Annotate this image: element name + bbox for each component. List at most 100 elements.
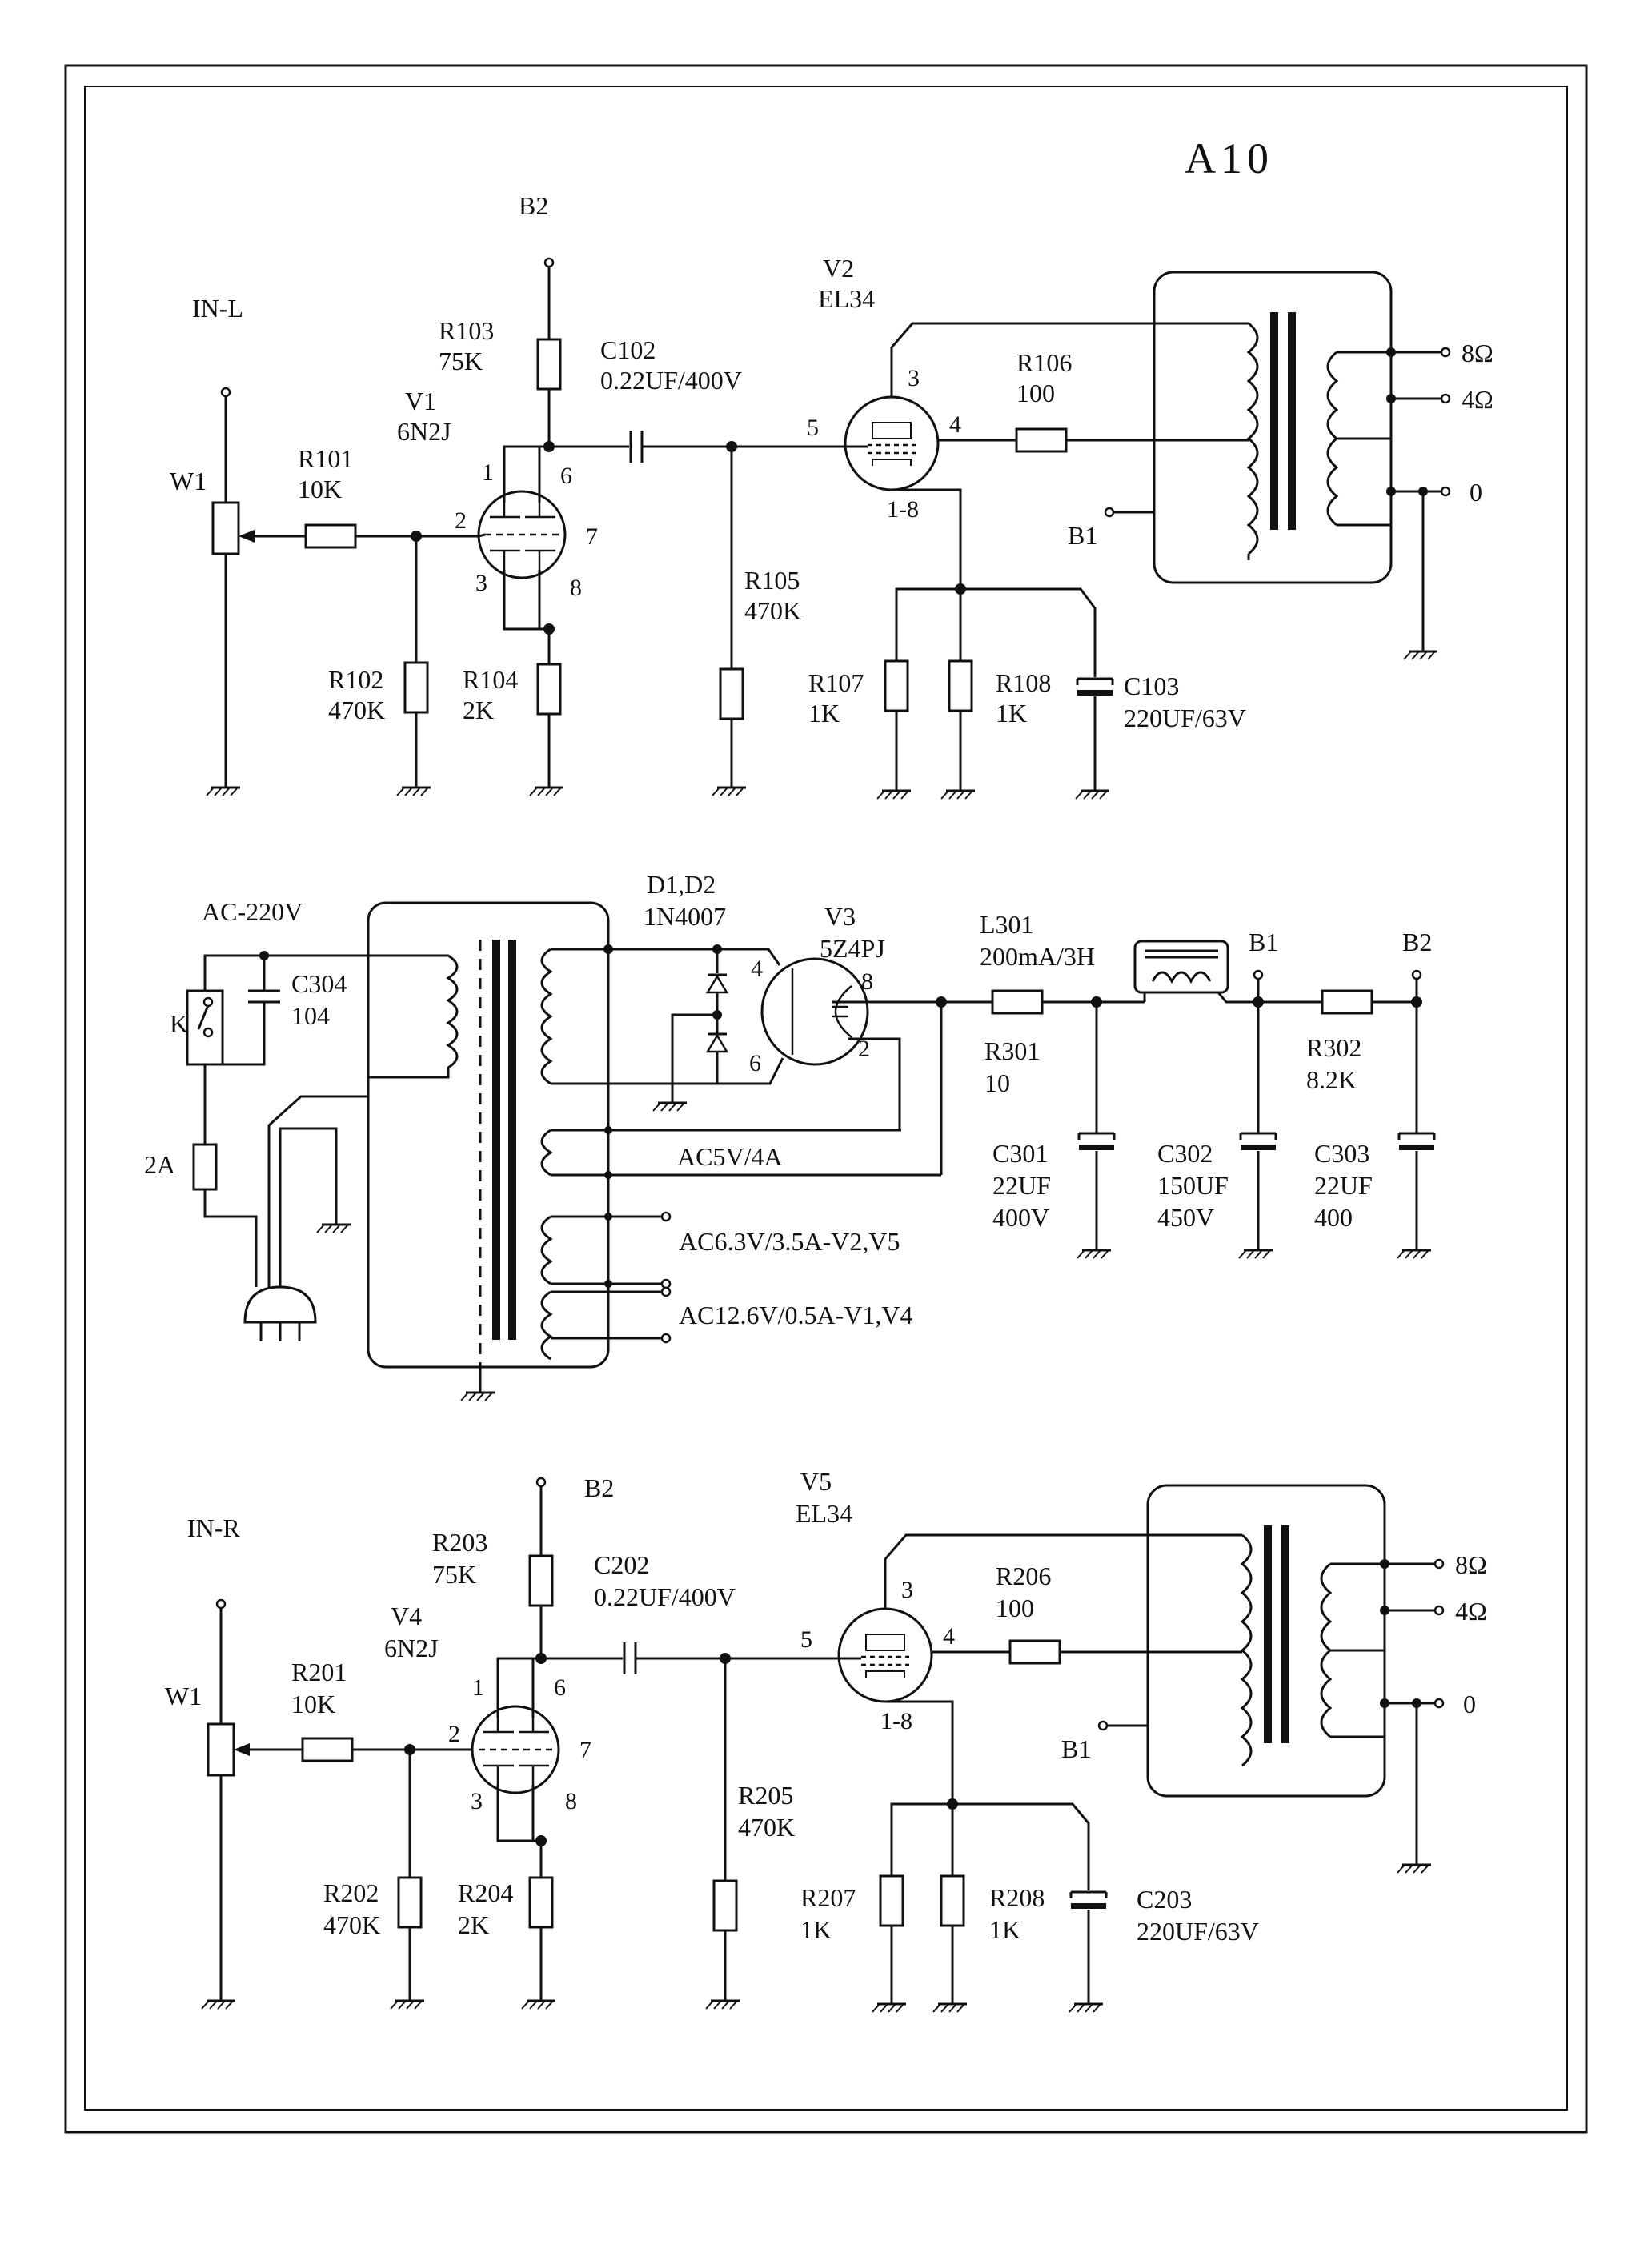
r205-name: R205 <box>738 1781 793 1810</box>
fuse-2a <box>192 1143 218 1191</box>
c103-value: 220UF/63V <box>1124 704 1246 732</box>
v5-pin5: 5 <box>800 1626 812 1653</box>
tap-8ohm-right: 8Ω <box>1455 1550 1487 1579</box>
v3-type: 5Z4PJ <box>820 934 885 963</box>
mains-plug <box>243 1285 317 1324</box>
v3-pin2: 2 <box>858 1036 870 1062</box>
power-supply: AC-220V K 2A C304 104 <box>144 870 1436 1402</box>
d1d2-name: D1,D2 <box>647 870 716 899</box>
c301-volt: 400V <box>992 1203 1049 1232</box>
resistor-r207 <box>879 1874 904 1927</box>
tube-v3 <box>760 957 869 1066</box>
r108-value: 1K <box>996 699 1027 728</box>
v3-pin4: 4 <box>751 956 763 982</box>
v2-name: V2 <box>823 254 854 283</box>
power-transformer <box>367 901 610 1369</box>
resistor-r202 <box>397 1876 423 1929</box>
v2-type: EL34 <box>818 284 875 313</box>
v1-pin1: 1 <box>482 459 494 486</box>
r207-name: R207 <box>800 1883 856 1912</box>
r204-value: 2K <box>458 1910 489 1939</box>
capacitor-c301 <box>1077 1132 1116 1152</box>
r207-value: 1K <box>800 1915 832 1944</box>
v1-pin2: 2 <box>455 507 467 534</box>
v3-pin8: 8 <box>861 968 873 995</box>
v1-pin3: 3 <box>475 570 487 596</box>
mains-label: AC-220V <box>202 897 303 926</box>
tap-0-right: 0 <box>1463 1690 1476 1718</box>
r201-value: 10K <box>291 1690 335 1718</box>
r206-name: R206 <box>996 1561 1051 1590</box>
resistor-r102 <box>403 661 429 714</box>
b2-label-power: B2 <box>1402 928 1432 956</box>
output-transformer-right <box>1146 1484 1386 1798</box>
resistor-r101 <box>304 523 357 549</box>
c202-name: C202 <box>594 1550 649 1579</box>
r101-value: 10K <box>298 475 342 503</box>
tap-4ohm: 4Ω <box>1462 385 1494 414</box>
input-label-right: IN-R <box>187 1513 240 1542</box>
resistor-r105 <box>719 667 744 720</box>
v5-name: V5 <box>800 1467 832 1496</box>
v2-pin18: 1-8 <box>887 496 919 523</box>
page-title: A10 <box>1185 134 1273 182</box>
right-channel-amplifier: IN-R W1 R201 10K R202 470K V4 6N2J 1 6 2… <box>165 1467 1487 2014</box>
v4-pin2: 2 <box>448 1721 460 1747</box>
v2-pin4: 4 <box>949 411 961 438</box>
capacitor-c303 <box>1397 1132 1436 1152</box>
tap-0: 0 <box>1470 478 1482 507</box>
capacitor-c203 <box>1069 1890 1108 1910</box>
r202-name: R202 <box>323 1878 379 1907</box>
supply-b2-label: B2 <box>519 191 548 220</box>
winding-12v6: AC12.6V/0.5A-V1,V4 <box>679 1301 912 1329</box>
resistor-r106 <box>1015 427 1068 453</box>
r101-name: R101 <box>298 444 353 473</box>
c103-name: C103 <box>1124 671 1179 700</box>
v5-pin3: 3 <box>901 1577 913 1603</box>
r202-value: 470K <box>323 1910 380 1939</box>
v1-pin7: 7 <box>586 523 598 550</box>
r107-value: 1K <box>808 699 840 728</box>
fuse-label: 2A <box>144 1150 175 1179</box>
r206-value: 100 <box>996 1594 1034 1622</box>
c102-value: 0.22UF/400V <box>600 366 742 395</box>
v4-pin1: 1 <box>472 1674 484 1701</box>
v4-pin3: 3 <box>471 1788 483 1814</box>
v4-pin6: 6 <box>554 1674 566 1701</box>
resistor-r108 <box>948 659 973 712</box>
output-transformer-left <box>1153 271 1393 584</box>
diode-d2 <box>705 1033 729 1053</box>
choke-l301 <box>1133 940 1229 994</box>
r301-name: R301 <box>984 1036 1040 1065</box>
c303-name: C303 <box>1314 1139 1369 1168</box>
c203-value: 220UF/63V <box>1137 1917 1259 1946</box>
tube-v5 <box>837 1607 933 1703</box>
pot-label-w1: W1 <box>170 467 206 495</box>
input-label-left: IN-L <box>192 294 243 323</box>
v1-type: 6N2J <box>397 417 451 446</box>
r301-value: 10 <box>984 1068 1010 1097</box>
r104-value: 2K <box>463 696 494 724</box>
c203-name: C203 <box>1137 1885 1192 1914</box>
resistor-r104 <box>536 663 562 716</box>
r201-name: R201 <box>291 1658 347 1686</box>
v1-pin8: 8 <box>570 575 582 601</box>
d1d2-type: 1N4007 <box>644 902 726 931</box>
supply-b2-label-right: B2 <box>584 1473 614 1502</box>
l301-name: L301 <box>980 910 1034 939</box>
tap-4ohm-right: 4Ω <box>1455 1597 1487 1626</box>
v1-name: V1 <box>405 387 436 415</box>
r203-value: 75K <box>432 1560 476 1589</box>
resistor-r301 <box>991 989 1044 1015</box>
b1-label-power: B1 <box>1249 928 1278 956</box>
r102-name: R102 <box>328 665 383 694</box>
v2-pin5: 5 <box>807 415 819 441</box>
tube-v2 <box>844 395 940 491</box>
resistor-r203 <box>528 1554 554 1607</box>
r208-name: R208 <box>989 1883 1045 1912</box>
resistor-r302 <box>1321 989 1373 1015</box>
c302-name: C302 <box>1157 1139 1213 1168</box>
b1-label-left: B1 <box>1068 521 1097 550</box>
capacitor-c103 <box>1076 677 1114 697</box>
